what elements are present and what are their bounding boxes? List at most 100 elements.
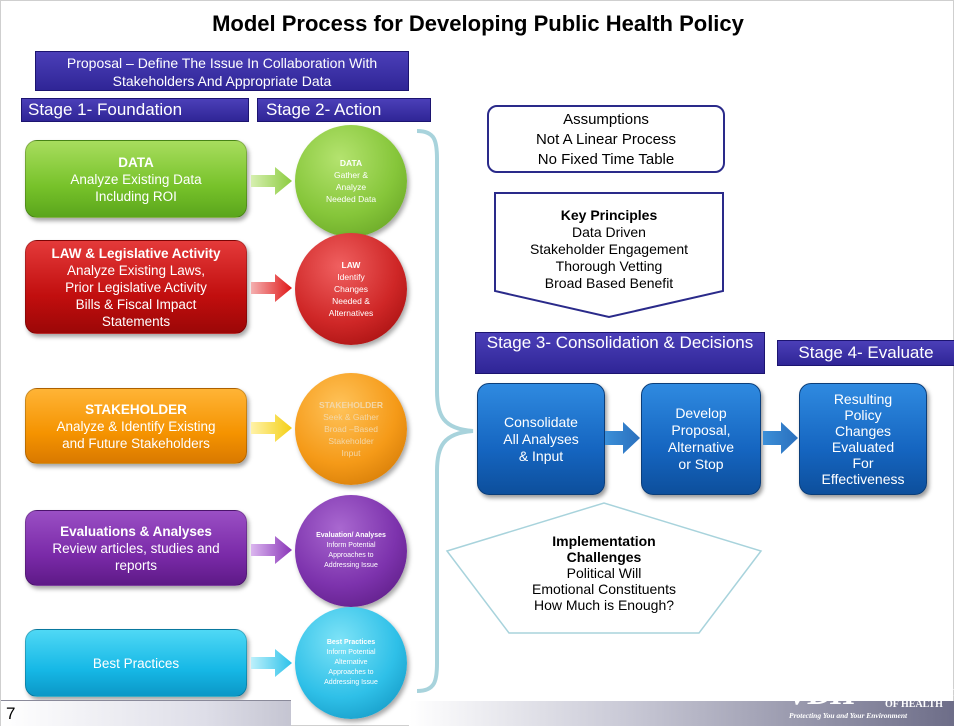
foundation-data-title: DATA [118, 154, 154, 170]
foundation-evaluations-title: Evaluations & Analyses [60, 523, 212, 539]
action-data-line-2: Analyze [335, 182, 367, 192]
assumptions-line-2: No Fixed Time Table [537, 151, 675, 168]
process-develop-line-1: Develop [675, 405, 727, 421]
implementation-line-1: Political Will [566, 565, 642, 581]
process-consolidate-box: Consolidate All Analyses & Input [477, 383, 605, 495]
foundation-law-title: LAW & Legislative Activity [51, 245, 221, 261]
action-best-practices-title: Best Practices [326, 639, 376, 646]
key-principles-title: Key Principles [560, 207, 658, 223]
arrow-right-icon-law [251, 274, 292, 302]
process-evaluate-line-2: Policy [844, 407, 882, 423]
action-best-practices-line-3: Approaches to [328, 669, 374, 676]
action-best-practices-line-1: Inform Potential [326, 649, 376, 656]
arrow-right-icon-evaluations [251, 536, 292, 564]
action-law-title: LAW [341, 260, 361, 270]
action-evaluations-circle: Evaluation/ Analyses Inform Potential Ap… [295, 495, 407, 607]
process-develop-line-4: or Stop [678, 456, 724, 472]
assumptions-line-1: Not A Linear Process [535, 131, 677, 148]
action-data-circle: DATA Gather & Analyze Needed Data [295, 125, 407, 237]
page-title: Model Process for Developing Public Heal… [212, 11, 744, 36]
process-evaluate-line-5: For [852, 455, 874, 471]
vdh-logo-line-3: OF HEALTH [885, 699, 943, 710]
proposal-banner: Proposal – Define The Issue In Collabora… [35, 51, 409, 91]
assumptions-box: Assumptions Not A Linear Process No Fixe… [487, 105, 725, 173]
implementation-line-3: How Much is Enough? [533, 597, 675, 613]
foundation-data-box: DATA Analyze Existing Data Including ROI [25, 140, 247, 218]
action-stakeholder-title: STAKEHOLDER [318, 400, 384, 410]
vdh-logo-tagline: Protecting You and Your Environment [789, 711, 908, 720]
action-stakeholder-line-3: Stakeholder [328, 436, 374, 446]
action-law-line-1: Identify [337, 272, 365, 282]
process-consolidate-line-3: & Input [518, 447, 564, 464]
foundation-stakeholder-line-2: and Future Stakeholders [62, 435, 210, 451]
foundation-law-box: LAW & Legislative Activity Analyze Exist… [25, 240, 247, 334]
action-evaluations-line-2: Approaches to [328, 552, 374, 559]
key-principles-line-1: Data Driven [572, 224, 646, 240]
key-principles-text: Key Principles Data Driven Stakeholder E… [495, 207, 723, 292]
implementation-title-2: Challenges [566, 549, 642, 565]
action-stakeholder-line-2: Broad –Based [324, 424, 378, 434]
process-consolidate-line-2: All Analyses [503, 430, 579, 447]
action-best-practices-circle: Best Practices Inform Potential Alternat… [295, 607, 407, 719]
foundation-stakeholder-box: STAKEHOLDER Analyze & Identify Existing … [25, 388, 247, 464]
implementation-line-2: Emotional Constituents [532, 581, 676, 597]
curly-bracket [416, 129, 474, 693]
action-best-practices-line-2: Alternative [334, 659, 368, 666]
action-law-circle: LAW Identify Changes Needed & Alternativ… [295, 233, 407, 345]
action-data-line-3: Needed Data [325, 194, 377, 204]
action-law-line-3: Needed & [332, 296, 370, 306]
foundation-best-practices-box: Best Practices [25, 629, 247, 697]
process-evaluate-line-6: Effectiveness [821, 471, 905, 487]
arrow-right-icon-stakeholder [251, 414, 292, 442]
foundation-evaluations-line-2: reports [114, 557, 158, 573]
process-evaluate-line-1: Resulting [833, 391, 893, 407]
vdh-logo-letters: VDH [787, 675, 857, 712]
foundation-law-line-3: Bills & Fiscal Impact [75, 296, 197, 312]
stage-3-label: Stage 3- Consolidation & Decisions [486, 333, 754, 352]
action-evaluations-line-1: Inform Potential [326, 542, 376, 549]
key-principles-line-4: Broad Based Benefit [544, 275, 674, 291]
stage-1-header: Stage 1- Foundation [21, 98, 249, 122]
action-law-line-4: Alternatives [328, 308, 374, 318]
stage-2-header: Stage 2- Action [257, 98, 431, 122]
implementation-shape [445, 502, 763, 634]
process-evaluate-line-3: Changes [834, 423, 892, 439]
action-best-practices-line-4: Addressing Issue [324, 679, 378, 686]
key-principles-line-3: Thorough Vetting [555, 258, 663, 274]
foundation-data-line-2: Including ROI [95, 188, 177, 204]
footer-bar [409, 701, 954, 726]
process-evaluate-line-4: Evaluated [831, 439, 895, 455]
vdh-logo-line-1: VIRGINIA [885, 677, 934, 688]
implementation-title-1: Implementation [552, 533, 656, 549]
process-develop-line-3: Alternative [667, 439, 735, 455]
key-principles-line-2: Stakeholder Engagement [530, 241, 688, 257]
stage-4-header: Stage 4- Evaluate [777, 340, 954, 366]
foundation-data-line-1: Analyze Existing Data [70, 171, 202, 187]
action-law-line-2: Changes [333, 284, 369, 294]
arrow-right-icon-develop-evaluate [763, 422, 798, 454]
arrow-right-icon-consolidate-develop [605, 422, 640, 454]
slide-number: 7 [1, 700, 291, 726]
action-data-title: DATA [339, 158, 363, 168]
action-stakeholder-line-1: Seek & Gather [323, 412, 379, 422]
foundation-evaluations-box: Evaluations & Analyses Review articles, … [25, 510, 247, 586]
action-stakeholder-line-4: Input [341, 448, 361, 458]
foundation-law-line-1: Analyze Existing Laws, [66, 262, 206, 278]
process-develop-box: Develop Proposal, Alternative or Stop [641, 383, 761, 495]
foundation-law-line-2: Prior Legislative Activity [65, 279, 207, 295]
process-consolidate-line-1: Consolidate [504, 413, 578, 430]
process-evaluate-box: Resulting Policy Changes Evaluated For E… [799, 383, 927, 495]
process-develop-line-2: Proposal, [671, 422, 731, 438]
vdh-logo: VDH VIRGINIA DEPARTMENT OF HEALTH Protec… [781, 667, 954, 723]
stage-3-header: Stage 3- Consolidation & Decisions [475, 332, 765, 374]
foundation-stakeholder-line-1: Analyze & Identify Existing [56, 418, 216, 434]
foundation-law-line-4: Statements [101, 313, 171, 329]
action-evaluations-title: Evaluation/ Analyses [316, 532, 386, 539]
action-stakeholder-circle: STAKEHOLDER Seek & Gather Broad –Based S… [295, 373, 407, 485]
action-data-line-1: Gather & [333, 170, 369, 180]
vdh-logo-line-2: DEPARTMENT [885, 688, 954, 699]
arrow-right-icon-best-practices [251, 649, 292, 677]
foundation-best-practices-label: Best Practices [92, 655, 180, 671]
implementation-text: Implementation Challenges Political Will… [521, 533, 687, 613]
